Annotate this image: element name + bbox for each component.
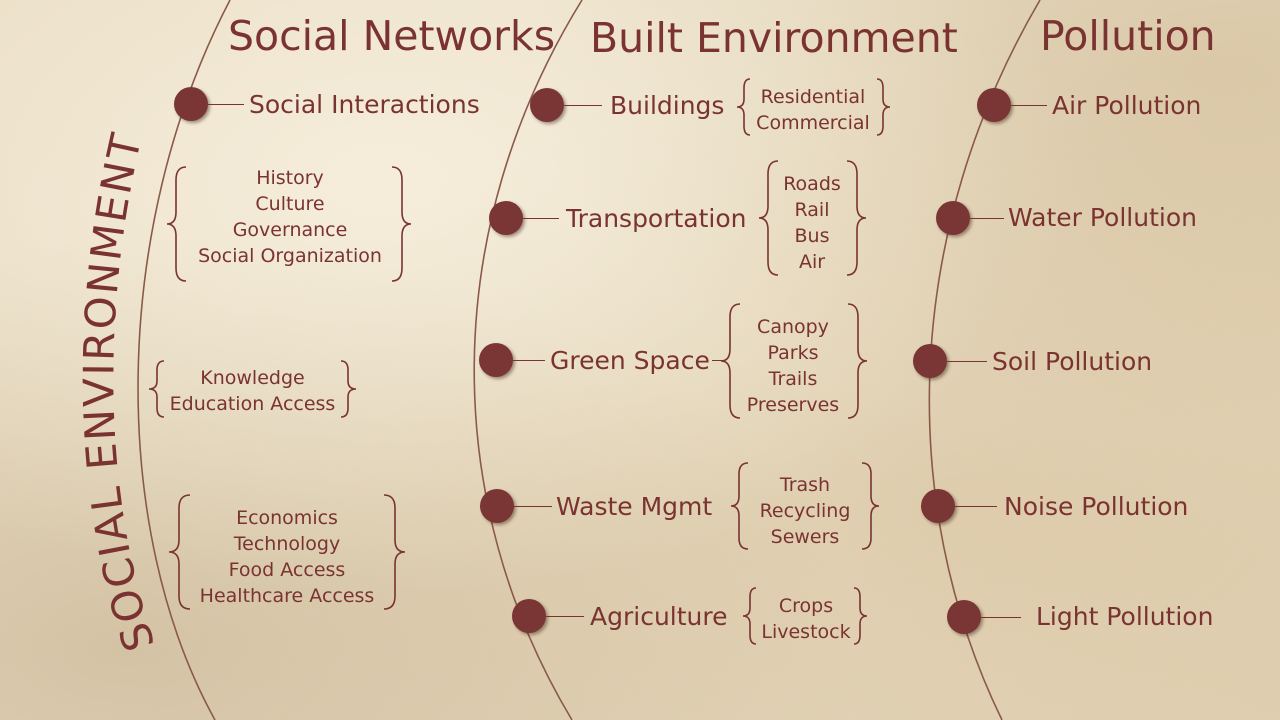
- brace-right: [853, 587, 868, 645]
- connector-line: [955, 506, 997, 507]
- brace-left: [736, 78, 751, 136]
- group-line: Governance: [232, 219, 348, 241]
- sub-item: Livestock: [761, 621, 851, 643]
- connector-line: [712, 360, 724, 361]
- node-dot: [530, 88, 564, 122]
- waste-mgmt-sublist: Trash Recycling Sewers: [746, 472, 864, 550]
- brace-right: [876, 78, 891, 136]
- node-dot: [512, 599, 546, 633]
- column-title-social: Social Networks: [228, 12, 556, 60]
- group-line: History: [256, 167, 324, 189]
- sub-item: Roads: [783, 173, 841, 195]
- brace-left: [168, 494, 191, 610]
- brace-right: [391, 166, 412, 282]
- waste-mgmt-label: Waste Mgmt: [556, 492, 713, 521]
- social-group-knowledge: Knowledge Education Access: [160, 365, 345, 417]
- transportation-label: Transportation: [566, 204, 747, 233]
- node-dot: [489, 201, 523, 235]
- brace-left: [742, 587, 757, 645]
- brace-left: [730, 462, 749, 550]
- node-dot: [479, 343, 513, 377]
- group-line: Culture: [255, 193, 325, 215]
- connector-line: [970, 218, 1004, 219]
- agriculture-sublist: Crops Livestock: [754, 593, 858, 645]
- sub-item: Residential: [760, 86, 866, 108]
- social-group-history: History Culture Governance Social Organi…: [190, 165, 390, 269]
- brace-left: [166, 166, 187, 282]
- node-dot: [913, 344, 947, 378]
- node-dot: [936, 201, 970, 235]
- sub-item: Air: [798, 251, 826, 273]
- agriculture-label: Agriculture: [590, 602, 728, 631]
- green-space-sublist: Canopy Parks Trails Preserves: [738, 314, 848, 418]
- brace-right: [340, 360, 357, 418]
- group-line: Knowledge: [200, 367, 305, 389]
- brace-right: [847, 303, 868, 419]
- sub-item: Sewers: [770, 526, 840, 548]
- sub-item: Canopy: [757, 316, 829, 338]
- sub-item: Trails: [768, 368, 818, 390]
- group-line: Technology: [233, 533, 341, 555]
- soil-pollution-label: Soil Pollution: [992, 347, 1153, 376]
- connector-line: [208, 104, 244, 105]
- brace-left: [148, 360, 165, 418]
- connector-line: [947, 361, 987, 362]
- group-line: Food Access: [228, 559, 346, 581]
- noise-pollution-label: Noise Pollution: [1004, 492, 1189, 521]
- brace-right: [861, 462, 880, 550]
- transportation-sublist: Roads Rail Bus Air: [776, 171, 848, 275]
- node-dot: [480, 489, 514, 523]
- sub-item: Commercial: [756, 112, 870, 134]
- sub-item: Preserves: [746, 394, 840, 416]
- air-pollution-label: Air Pollution: [1052, 91, 1202, 120]
- group-line: Social Organization: [198, 245, 382, 267]
- sub-item: Crops: [778, 595, 834, 617]
- column-title-pollution: Pollution: [1040, 12, 1216, 60]
- node-dot: [977, 88, 1011, 122]
- group-line: Economics: [236, 507, 338, 529]
- node-dot: [921, 489, 955, 523]
- sub-item: Rail: [794, 199, 830, 221]
- group-line: Education Access: [169, 393, 336, 415]
- social-group-economics: Economics Technology Food Access Healthc…: [188, 505, 386, 609]
- group-line: Healthcare Access: [199, 585, 375, 607]
- column-title-built: Built Environment: [590, 14, 958, 62]
- connector-line: [514, 506, 552, 507]
- sub-item: Bus: [794, 225, 830, 247]
- sub-item: Recycling: [759, 500, 851, 522]
- brace-right: [383, 494, 406, 610]
- node-dot: [947, 600, 981, 634]
- social-interactions-label: Social Interactions: [249, 90, 480, 119]
- brace-left: [758, 160, 779, 276]
- sub-item: Parks: [767, 342, 819, 364]
- buildings-sublist: Residential Commercial: [748, 84, 878, 136]
- buildings-label: Buildings: [610, 91, 725, 120]
- sub-item: Trash: [779, 474, 831, 496]
- connector-line: [564, 105, 602, 106]
- connector-line: [981, 617, 1021, 618]
- brace-left: [720, 303, 741, 419]
- node-dot: [174, 87, 208, 121]
- connector-line: [523, 218, 559, 219]
- connector-line: [513, 360, 545, 361]
- green-space-label: Green Space: [550, 346, 710, 375]
- connector-line: [1011, 105, 1047, 106]
- brace-right: [846, 160, 867, 276]
- connector-line: [546, 616, 584, 617]
- light-pollution-label: Light Pollution: [1036, 602, 1214, 631]
- water-pollution-label: Water Pollution: [1008, 203, 1197, 232]
